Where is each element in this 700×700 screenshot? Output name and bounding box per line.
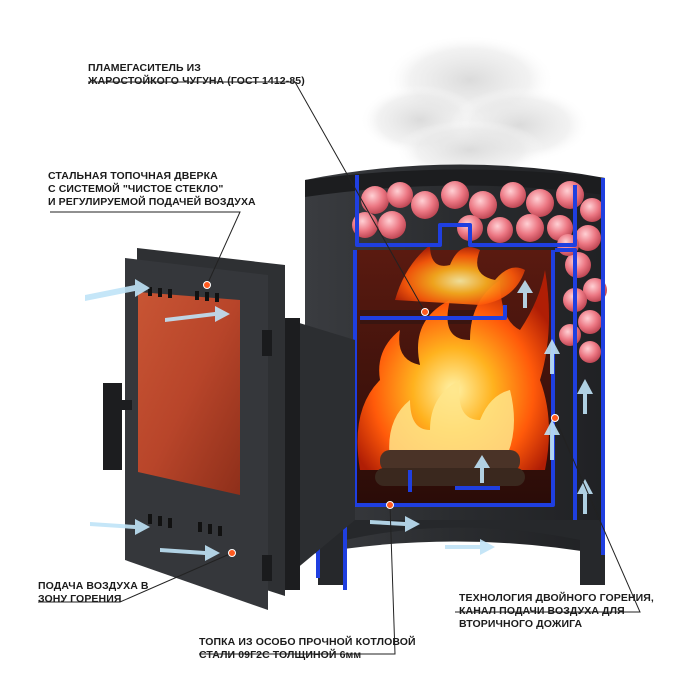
label-line: СТАЛЬНАЯ ТОПОЧНАЯ ДВЕРКА xyxy=(48,170,218,182)
label-line: КАНАЛ ПОДАЧИ ВОЗДУХА ДЛЯ xyxy=(459,605,625,617)
air-flow-arrow-icon xyxy=(577,379,593,414)
label-line: ТЕХНОЛОГИЯ ДВОЙНОГО ГОРЕНИЯ, xyxy=(459,592,654,604)
label-line: С СИСТЕМОЙ "ЧИСТОЕ СТЕКЛО" xyxy=(48,183,224,195)
label-flame-damper: ПЛАМЕГАСИТЕЛЬ ИЗ ЖАРОСТОЙКОГО ЧУГУНА (ГО… xyxy=(88,62,305,88)
label-firebox: ТОПКА ИЗ ОСОБО ПРОЧНОЙ КОТЛОВОЙ СТАЛИ 09… xyxy=(199,636,416,662)
label-line: ЖАРОСТОЙКОГО ЧУГУНА (ГОСТ 1412-85) xyxy=(88,75,305,87)
steam-cloud xyxy=(360,35,590,180)
label-line: ТОПКА ИЗ ОСОБО ПРОЧНОЙ КОТЛОВОЙ xyxy=(199,636,416,648)
air-flow-arrow-icon xyxy=(474,455,490,483)
callout-dots xyxy=(203,281,559,557)
door-handle xyxy=(103,383,122,470)
callout-dot-icon xyxy=(421,308,429,316)
air-flow-arrow-icon xyxy=(544,339,560,374)
label-door: СТАЛЬНАЯ ТОПОЧНАЯ ДВЕРКА С СИСТЕМОЙ "ЧИС… xyxy=(48,170,256,209)
air-flow-arrow-icon xyxy=(85,279,150,301)
air-flow-arrow-icon xyxy=(90,519,150,535)
label-line: ПОДАЧА ВОЗДУХА В xyxy=(38,580,149,592)
air-flow-arrow-icon xyxy=(370,516,420,532)
callout-dot-icon xyxy=(203,281,211,289)
label-double-burn: ТЕХНОЛОГИЯ ДВОЙНОГО ГОРЕНИЯ, КАНАЛ ПОДАЧ… xyxy=(459,592,654,631)
label-line: ЗОНУ ГОРЕНИЯ xyxy=(38,593,122,605)
air-flow-arrow-icon xyxy=(517,280,533,308)
stove-door xyxy=(103,248,355,610)
leader-lines xyxy=(38,81,641,655)
callout-dot-icon xyxy=(551,414,559,422)
callout-dot-icon xyxy=(386,501,394,509)
label-line: ПЛАМЕГАСИТЕЛЬ ИЗ xyxy=(88,62,201,74)
air-flow-arrows xyxy=(85,279,593,561)
air-flow-arrow-icon xyxy=(577,479,593,514)
air-flow-arrow-icon xyxy=(445,539,495,555)
label-line: И РЕГУЛИРУЕМОЙ ПОДАЧЕЙ ВОЗДУХА xyxy=(48,196,256,208)
air-flow-arrow-icon xyxy=(544,420,560,460)
label-line: СТАЛИ 09Г2С ТОЛЩИНОЙ 6мм xyxy=(199,649,362,661)
callout-dot-icon xyxy=(228,549,236,557)
air-flow-arrow-icon xyxy=(160,545,220,561)
label-air-supply: ПОДАЧА ВОЗДУХА В ЗОНУ ГОРЕНИЯ xyxy=(38,580,149,606)
air-flow-arrow-icon xyxy=(165,306,230,322)
label-line: ВТОРИЧНОГО ДОЖИГА xyxy=(459,618,583,630)
sauna-stones xyxy=(352,181,607,363)
door-glass xyxy=(138,292,240,495)
